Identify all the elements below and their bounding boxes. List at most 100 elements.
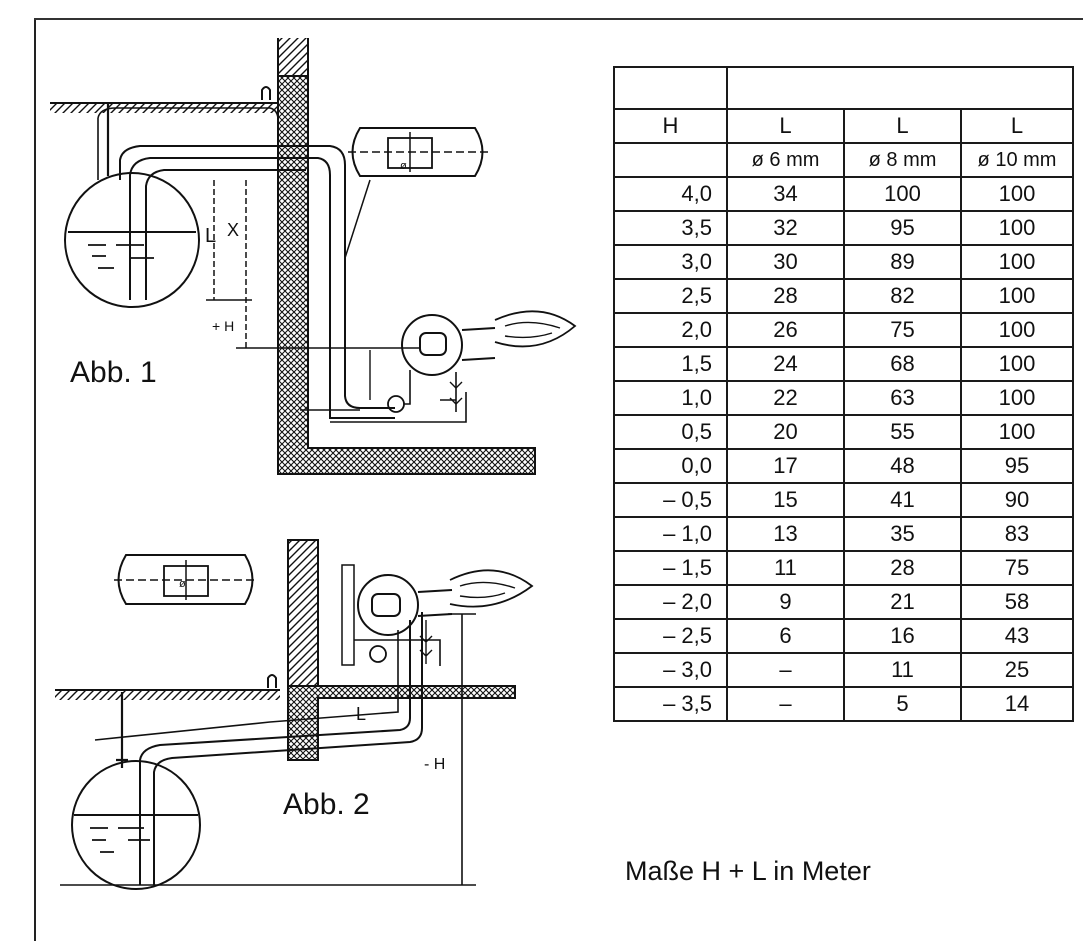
figure-1-label: Abb. 1 <box>70 356 157 389</box>
cell-h: 3,5 <box>613 210 728 246</box>
cell-l-6mm: – <box>726 686 845 722</box>
cell-l-6mm: 13 <box>726 516 845 552</box>
cell-l-10mm: 100 <box>960 414 1074 450</box>
tank-2 <box>71 760 201 890</box>
cell-l-10mm: 100 <box>960 346 1074 382</box>
cell-l-8mm: 100 <box>843 176 962 212</box>
cell-h: – 2,5 <box>613 618 728 654</box>
cell-l-10mm: 100 <box>960 210 1074 246</box>
cell-l-6mm: 17 <box>726 448 845 484</box>
cell-h: 3,0 <box>613 244 728 280</box>
table-header-row: H L L L <box>613 108 1074 144</box>
wall-top-hatch-1 <box>278 38 308 76</box>
cell-h: 2,0 <box>613 312 728 348</box>
cell-l-10mm: 100 <box>960 176 1074 212</box>
page-frame-left <box>34 18 36 941</box>
figure-1-drawing <box>50 38 577 475</box>
cell-l-6mm: 32 <box>726 210 845 246</box>
cell-l-10mm: 100 <box>960 278 1074 314</box>
insulated-wall-1 <box>277 75 536 475</box>
header-h: H <box>613 108 728 144</box>
cell-h: – 3,0 <box>613 652 728 688</box>
cell-l-10mm: 100 <box>960 312 1074 348</box>
cell-l-8mm: 16 <box>843 618 962 654</box>
cell-l-6mm: 28 <box>726 278 845 314</box>
figure-2-pipe-diameter-symbol: ø <box>179 578 186 590</box>
cell-l-8mm: 63 <box>843 380 962 416</box>
cell-l-8mm: 82 <box>843 278 962 314</box>
table-top-cell-merged <box>726 66 1074 110</box>
cell-h: 4,0 <box>613 176 728 212</box>
table-top-cell-empty <box>613 66 728 110</box>
figure-2-dimension-l: L <box>356 704 367 724</box>
cell-l-10mm: 100 <box>960 244 1074 280</box>
subheader-h <box>613 142 728 178</box>
burner-1 <box>401 314 463 376</box>
cell-l-10mm: 100 <box>960 380 1074 416</box>
cell-l-8mm: 48 <box>843 448 962 484</box>
cell-l-10mm: 43 <box>960 618 1074 654</box>
cell-l-8mm: 41 <box>843 482 962 518</box>
cell-h: – 1,5 <box>613 550 728 586</box>
cell-l-8mm: 55 <box>843 414 962 450</box>
cell-l-8mm: 21 <box>843 584 962 620</box>
tank-1 <box>64 172 200 308</box>
pipe-detail-1 <box>351 127 484 177</box>
flame-2 <box>449 569 534 608</box>
cell-l-6mm: 9 <box>726 584 845 620</box>
table-footnote: Maße H + L in Meter <box>625 856 871 886</box>
cell-l-6mm: 11 <box>726 550 845 586</box>
figure-1-dimension-x: X <box>227 220 240 240</box>
cell-l-8mm: 75 <box>843 312 962 348</box>
cell-l-10mm: 25 <box>960 652 1074 688</box>
subheader-6mm: ø 6 mm <box>726 142 845 178</box>
pipe-detail-2 <box>117 554 254 605</box>
table-subheader-row: ø 6 mm ø 8 mm ø 10 mm <box>613 142 1074 178</box>
cell-h: – 0,5 <box>613 482 728 518</box>
cell-l-10mm: 14 <box>960 686 1074 722</box>
cell-h: – 1,0 <box>613 516 728 552</box>
cell-l-8mm: 68 <box>843 346 962 382</box>
subheader-8mm: ø 8 mm <box>843 142 962 178</box>
cell-l-10mm: 90 <box>960 482 1074 518</box>
insulated-wall-2 <box>287 685 516 761</box>
figure-2-dimension-h: - H <box>424 756 446 773</box>
cell-l-6mm: 24 <box>726 346 845 382</box>
cell-l-10mm: 75 <box>960 550 1074 586</box>
cell-l-8mm: 5 <box>843 686 962 722</box>
figure-2-drawing <box>55 539 534 890</box>
cell-l-8mm: 89 <box>843 244 962 280</box>
flame-1 <box>494 310 577 348</box>
cell-l-6mm: 22 <box>726 380 845 416</box>
cell-l-8mm: 35 <box>843 516 962 552</box>
cell-h: 0,0 <box>613 448 728 484</box>
cell-l-6mm: 6 <box>726 618 845 654</box>
figure-1-pipe-diameter-symbol: ø <box>400 160 407 172</box>
cell-l-6mm: 34 <box>726 176 845 212</box>
cell-l-10mm: 95 <box>960 448 1074 484</box>
cell-l-6mm: 20 <box>726 414 845 450</box>
wall-top-hatch-2 <box>287 539 319 687</box>
cell-h: 0,5 <box>613 414 728 450</box>
cell-h: – 2,0 <box>613 584 728 620</box>
header-l-6mm: L <box>726 108 845 144</box>
cell-l-6mm: 26 <box>726 312 845 348</box>
cell-h: 2,5 <box>613 278 728 314</box>
cell-l-6mm: 30 <box>726 244 845 280</box>
cell-h: 1,0 <box>613 380 728 416</box>
